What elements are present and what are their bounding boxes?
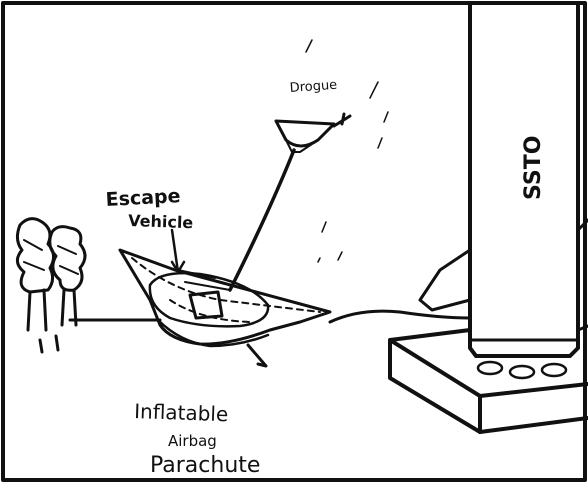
escape-vehicle-label-line2: Vehicle [128, 211, 194, 232]
airbag-label-line3: Parachute [150, 453, 260, 478]
frame-border [3, 3, 585, 480]
ssto-rocket [420, 5, 588, 378]
ground-line [70, 311, 470, 322]
trees [17, 219, 85, 352]
escape-vehicle-label-line1: Escape [105, 185, 181, 211]
escape-vehicle-pointer [172, 230, 184, 272]
drogue-label: Drogue [289, 78, 337, 96]
ssto-label: SSTO [521, 136, 546, 200]
drogue-parachute [230, 40, 388, 290]
escape-vehicle [120, 250, 330, 366]
airbag-label-line2: Airbag [168, 432, 217, 450]
airbag-label-line1: Inflatable [134, 399, 229, 426]
launch-pad [390, 330, 588, 432]
